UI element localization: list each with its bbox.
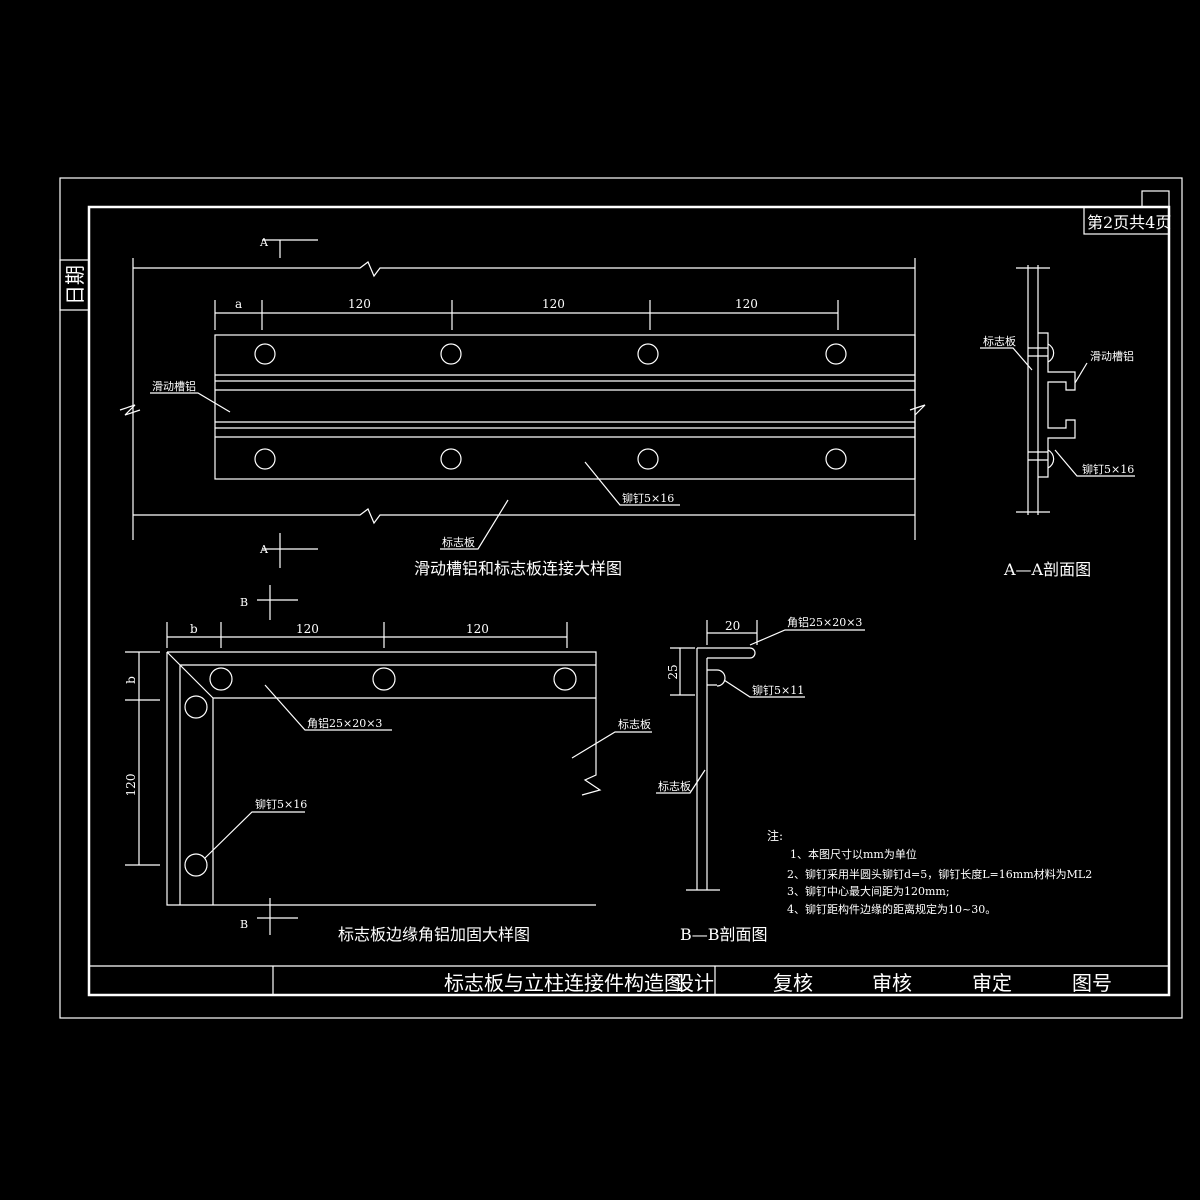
note-item: 4、铆钉距构件边缘的距离规定为10~30。: [787, 902, 996, 916]
label-check: 复核: [773, 971, 813, 995]
label-plate: 标志板: [442, 535, 475, 549]
dim-120: 120: [466, 622, 489, 636]
plate-outline: [132, 258, 916, 540]
view-title: 标志板边缘角铝加固大样图: [338, 925, 530, 944]
section-mark-bottom: [262, 533, 318, 568]
channel-lines: [215, 374, 915, 438]
rivet-section: [1028, 343, 1055, 469]
view-title: 滑动槽铝和标志板连接大样图: [414, 559, 622, 578]
dim-120: 120: [296, 622, 319, 636]
view-angle-reinforcement: B B b 120 120 b 120 角铝25×20×3 铆钉5×16 标志板…: [124, 585, 652, 944]
label-angle: 角铝25×20×3: [307, 716, 382, 730]
title-block-lines: [89, 965, 1169, 995]
dims: [670, 620, 758, 696]
drawing-title: 标志板与立柱连接件构造图: [444, 971, 684, 995]
label-drawing-no: 图号: [1072, 971, 1112, 995]
note-item: 2、铆钉采用半圆头铆钉d=5，铆钉长度L=16mm材料为ML2: [787, 867, 1092, 881]
leader: [1054, 449, 1135, 477]
rivets: [254, 343, 847, 470]
dim-120: 120: [735, 297, 758, 311]
view-title: B—B剖面图: [680, 925, 768, 944]
label-design: 设计: [674, 971, 714, 995]
rivet-section: [707, 669, 726, 687]
dim-h: [166, 622, 568, 648]
section-mark-top: [262, 239, 318, 258]
label-rivet: 铆钉5×16: [255, 797, 307, 811]
leader: [980, 347, 1033, 371]
page-counter-box: [1083, 206, 1170, 235]
plate-outline-bottom: [133, 508, 915, 525]
label-rivet: 铆钉5×16: [622, 491, 674, 505]
channel-section: [1038, 332, 1076, 478]
section-letter: A: [259, 543, 269, 556]
leader: [749, 629, 865, 646]
label-review: 审核: [872, 971, 912, 995]
label-plate: 标志板: [658, 779, 691, 793]
dim-20: 20: [725, 619, 740, 633]
dim-25: 25: [666, 664, 680, 679]
break-mark: [119, 404, 926, 416]
notes-heading: 注:: [767, 828, 783, 843]
leader: [264, 684, 392, 731]
leader: [656, 769, 706, 794]
side-label: 日期: [63, 265, 87, 305]
view-section-aa: 标志板 滑动槽铝 铆钉5×16 A—A剖面图: [980, 265, 1135, 579]
corner-box: [1141, 190, 1170, 208]
section-marks: [257, 585, 298, 935]
notes: 注: 1、本图尺寸以mm为单位 2、铆钉采用半圆头铆钉d=5，铆钉长度L=16m…: [767, 828, 1092, 916]
leader: [150, 392, 231, 413]
side-box: [59, 259, 90, 311]
leader: [204, 811, 305, 859]
title-block: 标志板与立柱连接件构造图 设计 复核 审核 审定 图号: [89, 965, 1169, 995]
outer-frame: [59, 177, 1183, 1019]
angle-section: [686, 647, 756, 891]
dim-120: 120: [542, 297, 565, 311]
view-section-bb: 20 25 角铝25×20×3 铆钉5×11 标志板 B—B剖面图: [656, 615, 865, 944]
plate-with-angle: [166, 651, 602, 906]
channel-body: [214, 334, 916, 480]
label-angle: 角铝25×20×3: [787, 615, 862, 629]
plate-section: [1016, 265, 1050, 515]
section-letter: B: [240, 596, 248, 609]
dim-120: 120: [124, 774, 138, 797]
leader: [723, 679, 805, 698]
section-letter: A: [259, 236, 269, 249]
label-plate: 标志板: [618, 717, 651, 731]
dim-a: a: [235, 297, 242, 311]
view-title: A—A剖面图: [1003, 560, 1091, 579]
inner-frame: [87, 205, 1171, 997]
dim-v: [125, 651, 160, 866]
label-channel: 滑动槽铝: [1090, 349, 1134, 363]
page-counter: 第2页共4页: [1087, 213, 1171, 232]
dimension-lines: [214, 300, 839, 330]
label-rivet: 铆钉5×16: [1082, 462, 1134, 476]
label-channel: 滑动槽铝: [152, 379, 196, 393]
dim-b: b: [124, 676, 138, 684]
view-slide-channel: A A a 120 120 120 滑动槽铝 铆钉5×16 标志板 滑动槽铝和标…: [119, 236, 926, 578]
dim-120: 120: [348, 297, 371, 311]
note-item: 3、铆钉中心最大间距为120mm;: [787, 884, 950, 898]
note-item: 1、本图尺寸以mm为单位: [790, 847, 917, 861]
rivets: [184, 667, 577, 877]
leader: [571, 731, 652, 759]
leader: [1074, 362, 1088, 384]
leader: [584, 461, 680, 506]
leader: [440, 499, 509, 550]
label-approve: 审定: [972, 971, 1012, 995]
label-plate: 标志板: [983, 334, 1016, 348]
dim-b: b: [190, 622, 198, 636]
section-letter: B: [240, 918, 248, 931]
label-rivet: 铆钉5×11: [752, 683, 804, 697]
